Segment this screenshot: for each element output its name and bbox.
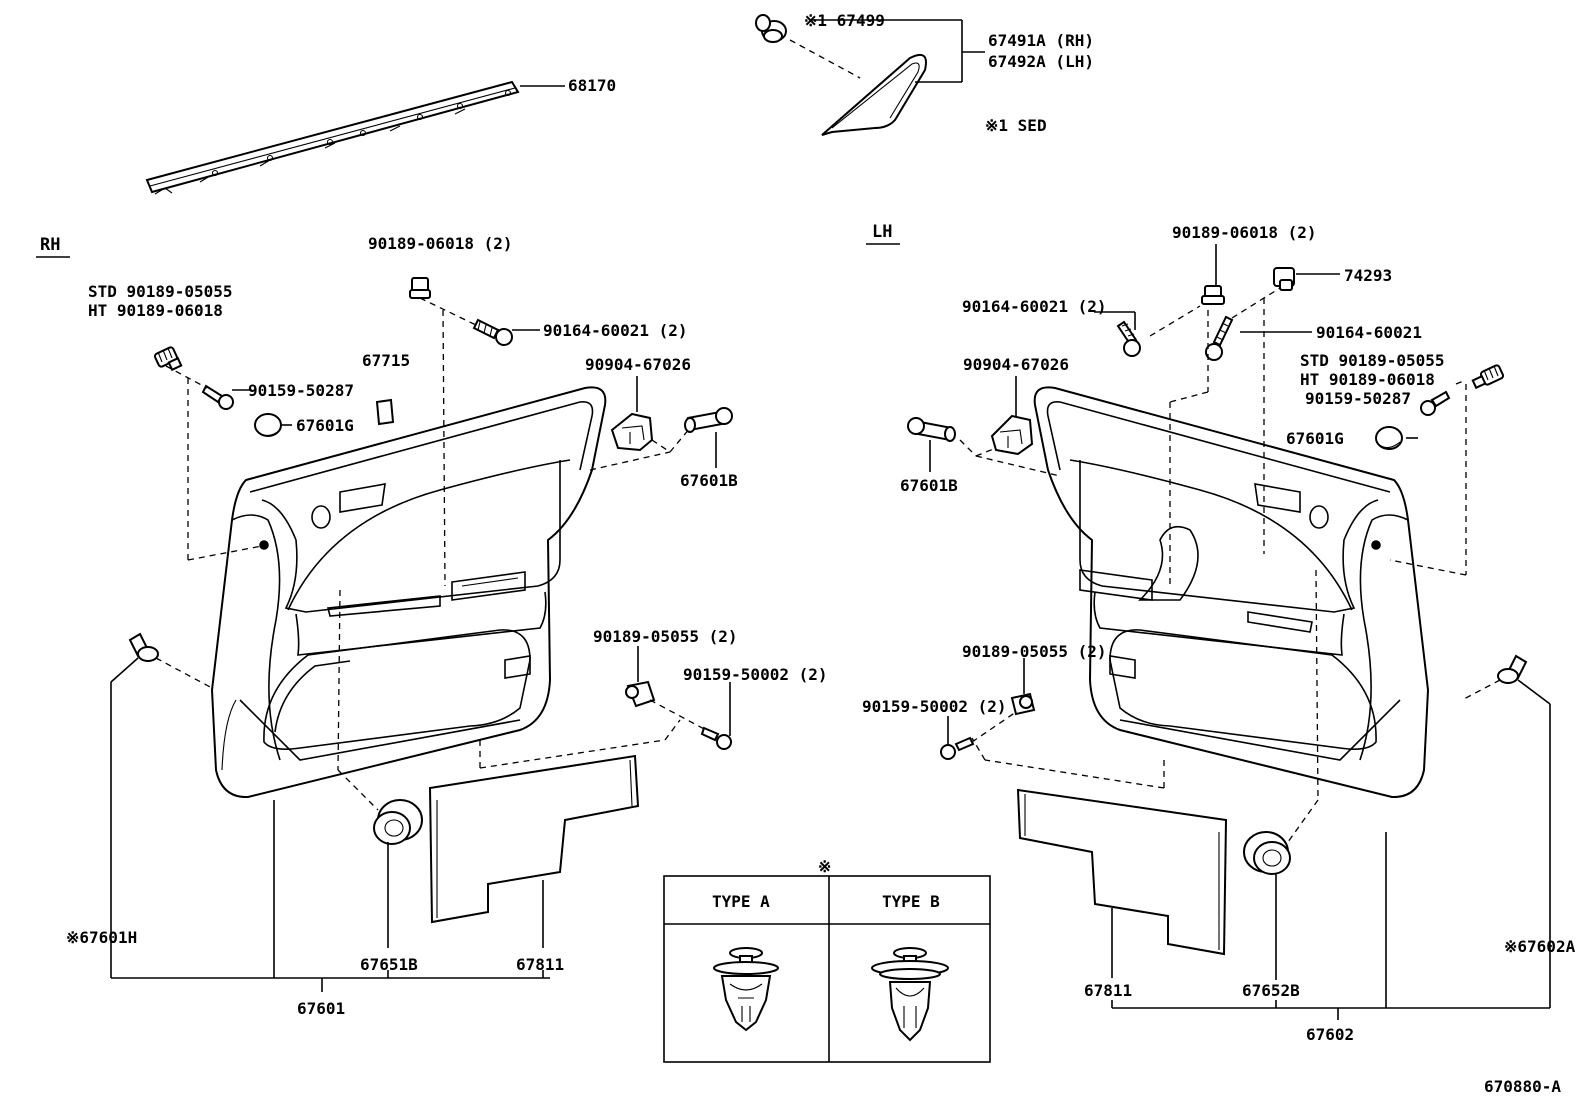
bracket-90904-67026-lh bbox=[990, 414, 1034, 456]
label-90164-60021-2-lh: 90164-60021 (2) bbox=[962, 297, 1107, 316]
bracket-90904-67026-rh bbox=[610, 412, 654, 452]
label-67652B-lh: 67652B bbox=[1242, 981, 1300, 1000]
grommet-67652B-lh bbox=[1243, 831, 1291, 875]
retainer-74293-lh bbox=[1273, 267, 1295, 291]
screw-90164-60021-rh bbox=[472, 318, 513, 346]
label-67601-rh: 67601 bbox=[297, 999, 345, 1018]
clip-type-b-icon bbox=[871, 947, 949, 1042]
clip-67602A-lh bbox=[1497, 654, 1528, 684]
label-67651B-rh: 67651B bbox=[360, 955, 418, 974]
sheet-67811-lh bbox=[1016, 788, 1228, 956]
label-74293-lh: 74293 bbox=[1344, 266, 1392, 285]
label-67491A-rh: 67491A (RH) bbox=[988, 31, 1094, 50]
pin-67601B-rh bbox=[684, 407, 733, 433]
clip-90189-05055-std-rh bbox=[153, 346, 183, 372]
clip-type-a-icon bbox=[713, 947, 779, 1032]
label-67601B-rh: 67601B bbox=[680, 471, 738, 490]
label-67601G-rh: 67601G bbox=[296, 416, 354, 435]
label-90159-50287-lh: 90159-50287 bbox=[1305, 389, 1411, 408]
door-trim-panel-lh bbox=[1033, 386, 1430, 799]
cap-67601G-lh bbox=[1375, 426, 1403, 450]
label-67601B-lh: 67601B bbox=[900, 476, 958, 495]
figure-code: 670880-A bbox=[1484, 1077, 1561, 1096]
clip-type-table: ※ TYPE A TYPE B bbox=[663, 857, 991, 1063]
label-90159-50287-rh: 90159-50287 bbox=[248, 381, 354, 400]
weatherstrip-68170 bbox=[145, 80, 520, 195]
cap-67601G-rh bbox=[254, 413, 282, 437]
label-type-b: TYPE B bbox=[882, 892, 940, 911]
label-90904-67026-rh: 90904-67026 bbox=[585, 355, 691, 374]
screw-90164-60021-2-lh bbox=[1116, 320, 1141, 357]
label-67811-lh: 67811 bbox=[1084, 981, 1132, 1000]
grommet-67651B-rh bbox=[373, 799, 423, 845]
label-90164-60021-rh: 90164-60021 (2) bbox=[543, 321, 688, 340]
label-67601H-rh: ※67601H bbox=[66, 928, 137, 947]
label-67492A-lh: 67492A (LH) bbox=[988, 52, 1094, 71]
label-std-90189-05055-rh: STD 90189-05055 bbox=[88, 282, 233, 301]
label-type-a: TYPE A bbox=[712, 892, 770, 911]
pin-67601B-lh bbox=[907, 417, 956, 442]
label-90189-05055-lower-lh: 90189-05055 (2) bbox=[962, 642, 1107, 661]
screw-90159-50287-rh bbox=[201, 384, 234, 410]
label-sed-note: ※1 SED bbox=[985, 116, 1047, 135]
garnish-67491A bbox=[821, 54, 927, 136]
label-90164-60021-lh: 90164-60021 bbox=[1316, 323, 1422, 342]
label-std-90189-05055-lh: STD 90189-05055 bbox=[1300, 351, 1445, 370]
door-trim-panel-rh bbox=[210, 386, 607, 799]
clip-67601H-rh bbox=[128, 632, 159, 662]
label-67499: ※1 67499 bbox=[804, 11, 885, 30]
label-rh: RH bbox=[40, 235, 60, 255]
label-67602A-lh: ※67602A bbox=[1504, 937, 1576, 956]
label-67715-rh: 67715 bbox=[362, 351, 410, 370]
label-ht-90189-06018-rh: HT 90189-06018 bbox=[88, 301, 223, 320]
clip-90189-05055-std-lh bbox=[1471, 364, 1505, 390]
sheet-67811-rh bbox=[428, 754, 640, 924]
screw-90159-50002-rh bbox=[700, 726, 732, 750]
screw-90159-50287-lh bbox=[1420, 390, 1451, 416]
pad-67715-rh bbox=[375, 398, 395, 426]
label-90904-67026-lh: 90904-67026 bbox=[963, 355, 1069, 374]
clip-90189-05055-lower-lh bbox=[1010, 692, 1036, 716]
label-67811-rh: 67811 bbox=[516, 955, 564, 974]
clip-90189-06018-rh bbox=[409, 277, 431, 299]
table-mark: ※ bbox=[818, 857, 831, 876]
clip-90189-05055-lower-rh bbox=[625, 680, 656, 708]
label-lh: LH bbox=[872, 222, 892, 242]
label-90159-50002-lh: 90159-50002 (2) bbox=[862, 697, 1007, 716]
label-90189-06018-rh: 90189-06018 (2) bbox=[368, 234, 513, 253]
label-90159-50002-rh: 90159-50002 (2) bbox=[683, 665, 828, 684]
screw-90159-50002-lh bbox=[940, 736, 975, 760]
screw-90164-60021-lh bbox=[1205, 315, 1234, 361]
label-ht-90189-06018-lh: HT 90189-06018 bbox=[1300, 370, 1435, 389]
label-67602-lh: 67602 bbox=[1306, 1025, 1354, 1044]
label-90189-06018-lh: 90189-06018 (2) bbox=[1172, 223, 1317, 242]
clip-90189-06018-lh bbox=[1201, 285, 1225, 305]
label-90189-05055-lower-rh: 90189-05055 (2) bbox=[593, 627, 738, 646]
clip-67499 bbox=[755, 14, 787, 43]
label-67601G-lh: 67601G bbox=[1286, 429, 1344, 448]
label-68170: 68170 bbox=[568, 76, 616, 95]
